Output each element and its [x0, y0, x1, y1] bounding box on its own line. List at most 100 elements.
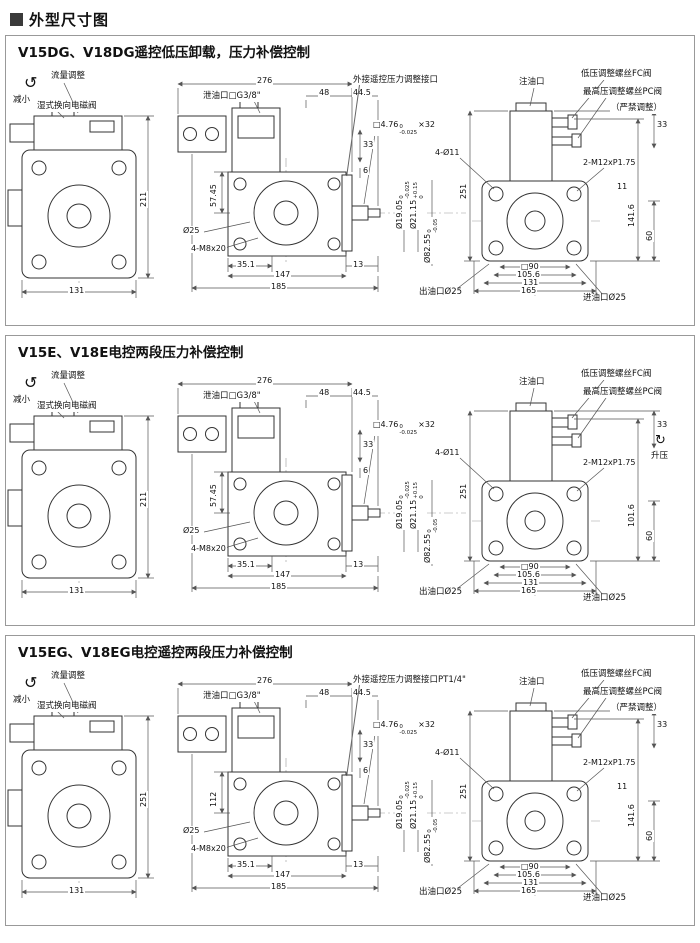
dim-sq-90: □90 [520, 562, 540, 572]
solenoid-valve-label: 湿式换向电磁阀 [36, 401, 98, 412]
dim-value: Ø19.05 [395, 199, 404, 229]
dim-147: 147 [274, 270, 292, 280]
dim-13: 13 [352, 260, 365, 270]
flow-adjust-label: 流量调整 [50, 71, 87, 82]
solenoid-valve-label: 湿式换向电磁阀 [36, 701, 98, 712]
dim-35-1: 35.1 [236, 860, 256, 870]
dim-suffix: ×32 [418, 420, 435, 429]
dim-11: 11 [616, 182, 629, 192]
dim-185: 185 [270, 282, 288, 292]
dim-bottom-side-60: 60 [645, 229, 655, 242]
outlet-port-label: 出油口Ø25 [418, 887, 464, 898]
inlet-port-label: 进油口Ø25 [582, 893, 628, 904]
rotate-ccw-icon: ↺ [24, 73, 38, 92]
dim-147: 147 [274, 870, 292, 880]
tolerance: 0-0.025 [399, 724, 418, 736]
high-pressure-screw-label: 最高压调整螺丝PC阀 [582, 387, 664, 398]
dim-33-middle: 33 [362, 140, 375, 150]
dimension-panel: V15EG、V18EG电控遥控两段压力补偿控制 ↺ 流量调整 减小 湿式换向电磁… [5, 635, 695, 926]
dim-bottom-side-60: 60 [645, 529, 655, 542]
drain-port-label: 泄油口□G3/8" [202, 691, 262, 702]
drain-port-label: 泄油口□G3/8" [202, 391, 262, 402]
fill-port-label: 注油口 [518, 677, 546, 688]
warning-label: （严禁调整） [610, 103, 664, 114]
panel-title: V15E、V18E电控两段压力补偿控制 [18, 345, 244, 361]
dim-value: □4.76 [373, 720, 399, 729]
dim-value: Ø82.55 [423, 833, 432, 863]
dim-top-right-33: 33 [656, 420, 669, 430]
dim-131-right: 131 [522, 578, 540, 588]
dim-165: 165 [520, 886, 538, 896]
dim-shaft-dia-25: Ø25 [182, 226, 201, 236]
dim-suffix: ×32 [418, 120, 435, 129]
dim-35-1: 35.1 [236, 560, 256, 570]
dim-overall-height-left: 211 [139, 190, 149, 208]
dim-6: 6 [362, 166, 370, 176]
pump-linework [6, 658, 694, 924]
outlet-port-label: 出油口Ø25 [418, 287, 464, 298]
dimension-panel: V15DG、V18DG遥控低压卸载，压力补偿控制 ↺ 流量调整 减小 湿式换向电… [5, 35, 695, 326]
tolerance: 0-0.05 [427, 519, 439, 533]
dim-mount-bolts: 4-M8x20 [190, 244, 227, 254]
dim-sq-90: □90 [520, 262, 540, 272]
high-pressure-screw-label: 最高压调整螺丝PC阀 [582, 687, 664, 698]
dim-105-6: 105.6 [516, 870, 541, 880]
fill-port-label: 注油口 [518, 377, 546, 388]
panel-title: V15EG、V18EG电控遥控两段压力补偿控制 [18, 645, 293, 661]
low-pressure-screw-label: 低压调整螺丝FC阀 [580, 669, 653, 680]
solenoid-valve-label: 湿式换向电磁阀 [36, 101, 98, 112]
remote-port-annotation: 外接遥控压力调整接口 [352, 75, 440, 86]
dim-overall-width: 276 [256, 676, 274, 686]
dim-value: □4.76 [373, 120, 399, 129]
tolerance-upper: 0 [399, 724, 403, 730]
dim-value: Ø21.15 [409, 199, 418, 229]
dim-13: 13 [352, 860, 365, 870]
panel-title: V15DG、V18DG遥控低压卸载，压力补偿控制 [18, 45, 311, 61]
dim-44-5: 44.5 [352, 388, 372, 398]
dim-side-right: 141.6 [627, 803, 637, 828]
dim-mount-holes: 4-Ø11 [434, 448, 461, 458]
tolerance: 0-0.025 [399, 424, 418, 436]
tolerance-lower: -0.025 [399, 729, 418, 736]
tolerance: 0-0.025 [399, 124, 418, 136]
dim-48: 48 [318, 88, 331, 98]
pressure-rise-label: 升压 [650, 451, 670, 462]
dim-shaft-dia-25: Ø25 [182, 826, 201, 836]
tolerance-lower: -0.025 [399, 129, 418, 136]
dim-body-width-left: 131 [68, 886, 86, 896]
decrease-label: 减小 [12, 395, 32, 406]
dim-overall-height-right: 251 [459, 182, 469, 200]
warning-label: （严禁调整） [610, 703, 664, 714]
drain-port-label: 泄油口□G3/8" [202, 91, 262, 102]
low-pressure-screw-label: 低压调整螺丝FC阀 [580, 369, 653, 380]
dim-overall-height-right: 251 [459, 782, 469, 800]
dim-thread-holes: 2-M12xP1.75 [582, 158, 637, 168]
dim-value: Ø19.05 [395, 799, 404, 829]
tolerance-lower: -0.025 [399, 429, 418, 436]
dim-overall-height-right: 251 [459, 482, 469, 500]
technical-drawing: ↺ 流量调整 减小 湿式换向电磁阀 251 131 276 泄油口□G3/8" … [6, 658, 692, 924]
dim-105-6: 105.6 [516, 570, 541, 580]
high-pressure-screw-label: 最高压调整螺丝PC阀 [582, 87, 664, 98]
dimension-panel: V15E、V18E电控两段压力补偿控制 ↺ 流量调整 减小 湿式换向电磁阀 21… [5, 335, 695, 626]
dim-overall-width: 276 [256, 376, 274, 386]
dim-6: 6 [362, 766, 370, 776]
dim-shaft-dia-25: Ø25 [182, 526, 201, 536]
panels-container: V15DG、V18DG遥控低压卸载，压力补偿控制 ↺ 流量调整 减小 湿式换向电… [0, 35, 700, 926]
dim-overall-height-left: 211 [139, 490, 149, 508]
technical-drawing: ↺ 流量调整 减小 湿式换向电磁阀 211 131 276 泄油口□G3/8" … [6, 58, 692, 324]
section-marker-icon [10, 13, 23, 26]
dim-13: 13 [352, 560, 365, 570]
dim-value: Ø21.15 [409, 499, 418, 529]
dim-value: Ø82.55 [423, 533, 432, 563]
dim-value: Ø82.55 [423, 233, 432, 263]
pump-linework [6, 58, 694, 324]
dim-35-1: 35.1 [236, 260, 256, 270]
dim-185: 185 [270, 582, 288, 592]
